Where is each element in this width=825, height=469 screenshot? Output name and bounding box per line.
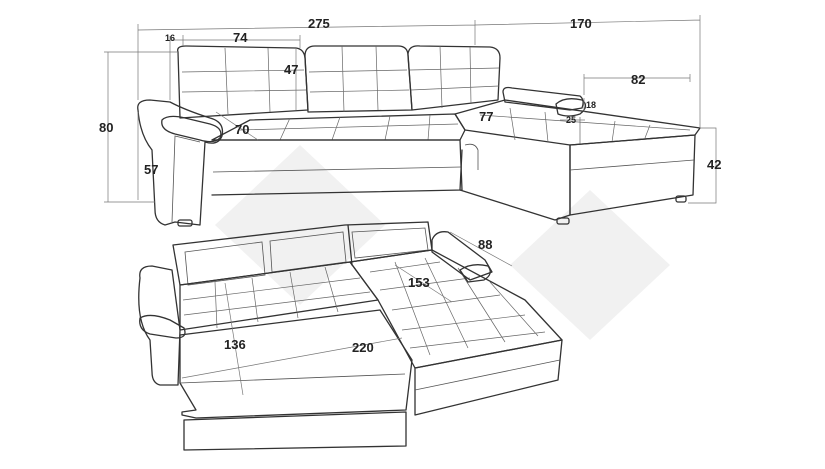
dimension-labels: 275 170 74 16 47 80 70 57 77 82 18 25 42… xyxy=(99,16,721,355)
dim-line-bed-chaise-length xyxy=(394,264,453,303)
chaise-side xyxy=(459,144,571,221)
chaise-tufting xyxy=(479,107,691,144)
dim-line-back-width xyxy=(182,35,301,48)
dim-line-seat-depth xyxy=(215,111,259,141)
dim-bed-chaise-length: 153 xyxy=(408,275,430,290)
armrest-left xyxy=(137,99,224,226)
dim-back-height: 47 xyxy=(284,62,298,77)
chaise-arm-pad xyxy=(555,98,587,117)
sofa-foot-chaise xyxy=(556,217,570,225)
dim-line-bed-length xyxy=(181,337,403,379)
back-cushion-right xyxy=(407,45,501,111)
dim-line-seat-height xyxy=(688,127,717,204)
dim-line-bed-chaise-width xyxy=(449,231,513,267)
seat-tufting xyxy=(239,114,459,141)
dim-chaise-width: 82 xyxy=(631,72,645,87)
dim-line-armrest xyxy=(169,36,183,100)
dim-line-total-height xyxy=(104,51,178,203)
dim-line-chaise-arm xyxy=(560,98,585,121)
dim-arm-height: 57 xyxy=(144,162,158,177)
dim-total-height: 80 xyxy=(99,120,113,135)
bed-chaise-front xyxy=(414,339,563,416)
sofa-foot-left xyxy=(177,219,193,227)
dim-chaise-length: 170 xyxy=(570,16,592,31)
dim-bed-chaise-width: 88 xyxy=(478,237,492,252)
bed-armrest-left xyxy=(138,265,181,386)
dim-bed-depth: 136 xyxy=(224,337,246,352)
dim-line-bed-depth xyxy=(224,282,244,396)
armrest-left-top xyxy=(161,115,222,143)
bed-chaise-arm-pad xyxy=(459,264,491,283)
chaise-seam xyxy=(464,143,479,170)
watermark xyxy=(215,145,670,340)
bed-drawer xyxy=(183,411,407,451)
bed-armrest-pad xyxy=(139,314,186,339)
dim-bed-length: 220 xyxy=(352,340,374,355)
sofa-assembled xyxy=(104,15,717,227)
bed-chaise-tufting xyxy=(369,257,546,356)
dim-chaise-depth: 77 xyxy=(479,109,493,124)
sofa-bed-unfolded xyxy=(138,221,563,451)
bed-backrest-divider xyxy=(347,224,353,266)
dim-back-section-width: 74 xyxy=(233,30,248,45)
sofa-foot-right xyxy=(675,195,687,203)
dim-line-overall xyxy=(137,20,476,100)
dim-chaise-arm-height: 18 xyxy=(586,100,596,110)
watermark-diamond-left xyxy=(215,145,385,305)
dim-line-chaise-length xyxy=(474,15,701,128)
seat-front-line xyxy=(212,166,462,173)
back-cushion-middle xyxy=(304,45,413,113)
dim-line-chaise-width xyxy=(583,74,691,95)
watermark-diamond-right xyxy=(510,190,670,340)
armrest-left-edge xyxy=(171,135,201,223)
dim-chaise-arm-width: 25 xyxy=(566,115,576,125)
back-cushion-left xyxy=(177,45,309,119)
dim-overall-length: 275 xyxy=(308,16,330,31)
bed-mattress-left xyxy=(179,261,379,331)
bed-base-front xyxy=(179,309,413,419)
dim-seat-depth: 70 xyxy=(235,122,249,137)
bed-tufting-left xyxy=(182,266,371,329)
chaise-front-line xyxy=(569,159,695,171)
dim-armrest-width: 16 xyxy=(165,33,175,43)
bed-chaise-arm xyxy=(431,231,493,281)
bed-chaise-front-line xyxy=(414,359,561,391)
back-tufting xyxy=(181,45,500,115)
bed-base-line xyxy=(179,373,406,384)
dim-seat-height: 42 xyxy=(707,157,721,172)
chaise-arm xyxy=(502,86,584,111)
